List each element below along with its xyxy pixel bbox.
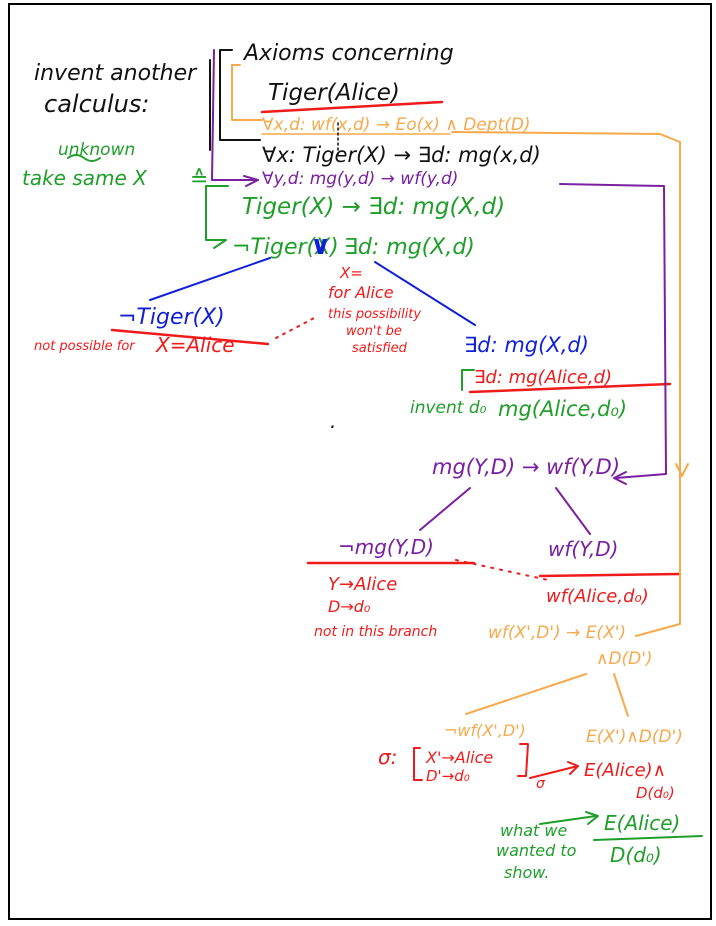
green-bracket bbox=[205, 185, 229, 241]
unknown-tilde-mark bbox=[67, 154, 101, 162]
this-possibility-1: this possibility bbox=[328, 307, 421, 322]
purple-connector-arrowhead bbox=[613, 471, 627, 485]
d-prime-d0: D'→d₀ bbox=[426, 767, 470, 785]
left-dotted-link bbox=[275, 315, 319, 339]
purple-instantiation: mg(Y,D) → wf(Y,D) bbox=[432, 455, 620, 479]
sigma-bracket-left bbox=[413, 747, 423, 781]
disjunction-or: ∨ bbox=[310, 231, 331, 261]
orange-inst-2: ∧D(D') bbox=[596, 649, 653, 669]
wanted-arrow bbox=[539, 815, 597, 825]
goal-d-d0: D(d₀) bbox=[610, 843, 662, 867]
exists-mg: ∃d: mg(X,d) bbox=[464, 333, 589, 357]
e-and-d: E(X')∧D(D') bbox=[586, 727, 683, 747]
sigma-arrow bbox=[529, 765, 579, 779]
sigma-arrow-label: σ bbox=[536, 776, 546, 792]
axiom-orange: ∀x,d: wf(x,d) → Eo(x) ∧ Dept(D) bbox=[262, 115, 531, 135]
middle-dotted-link bbox=[455, 559, 549, 581]
orange-branch-left bbox=[465, 673, 587, 715]
sigma-arrowhead bbox=[567, 761, 579, 775]
orange-bracket bbox=[231, 64, 263, 121]
x-eq-annotation: X= bbox=[339, 264, 363, 282]
this-possibility-3: satisfied bbox=[352, 341, 408, 356]
green-bracket-arrow bbox=[211, 239, 227, 249]
d-to-d0: D→d₀ bbox=[328, 597, 371, 616]
orange-inst-1: wf(X',D') → E(X') bbox=[488, 623, 626, 643]
axiom-tiger-underline bbox=[260, 100, 444, 114]
invent-bracket bbox=[461, 369, 475, 391]
purple-bracket bbox=[211, 49, 259, 181]
d-d0-term: D(d₀) bbox=[636, 784, 675, 802]
purple-connector bbox=[559, 183, 667, 479]
left-branch-underline bbox=[110, 328, 270, 346]
not-mg: ¬mg(Y,D) bbox=[338, 535, 434, 559]
wanted-1: what we bbox=[500, 821, 567, 840]
purple-bracket-arrowhead bbox=[243, 175, 259, 187]
mg-alice-d0: mg(Alice,d₀) bbox=[498, 397, 627, 421]
equiv-sign: ≙ bbox=[190, 167, 208, 192]
wf-yd-underline bbox=[538, 572, 682, 578]
y-to-alice: Y→Alice bbox=[328, 574, 397, 595]
orange-branch-right bbox=[613, 673, 629, 717]
disjunction-left: ¬Tiger(X) bbox=[232, 235, 339, 260]
wanted-3: show. bbox=[504, 863, 549, 882]
axiom-tiger-alice: Tiger(Alice) bbox=[268, 80, 400, 106]
this-possibility-2: won't be bbox=[346, 324, 402, 339]
wanted-arrowhead bbox=[585, 811, 599, 825]
x-prime-alice: X'→Alice bbox=[425, 748, 493, 767]
e-alice: E(Alice)∧ bbox=[584, 760, 666, 781]
sigma-label: σ: bbox=[378, 745, 397, 769]
invent-d0: invent d₀ bbox=[410, 398, 487, 418]
sigma-bracket-right bbox=[517, 743, 529, 777]
purple-branch-left bbox=[419, 487, 471, 531]
axiom-purple: ∀y,d: mg(y,d) → wf(y,d) bbox=[262, 169, 458, 189]
exists-mg-alice: ∃d: mg(Alice,d) bbox=[474, 367, 612, 388]
axioms-title: Axioms concerning bbox=[242, 41, 454, 66]
note-calculus: calculus: bbox=[44, 90, 149, 118]
blue-branch-right bbox=[374, 261, 476, 326]
wanted-2: wanted to bbox=[496, 841, 577, 860]
orange-connector-arrowhead bbox=[675, 463, 689, 477]
not-wf: ¬wf(X',D') bbox=[444, 721, 526, 740]
wf-alice-d0: wf(Alice,d₀) bbox=[546, 586, 649, 607]
board-frame bbox=[8, 3, 712, 920]
wf-yd: wf(Y,D) bbox=[548, 537, 618, 561]
for-alice-annotation: for Alice bbox=[328, 283, 394, 302]
green-implication: Tiger(X) → ∃d: mg(X,d) bbox=[242, 194, 505, 220]
goal-e-alice: E(Alice) bbox=[604, 811, 680, 835]
not-possible-note: not possible for bbox=[34, 339, 136, 354]
axiom-black: ∀x: Tiger(X) → ∃d: mg(x,d) bbox=[262, 143, 541, 167]
blue-branch-left bbox=[149, 257, 271, 301]
note-take-same-x: take same X bbox=[22, 166, 148, 190]
note-invent: invent another bbox=[34, 61, 198, 86]
disjunction-right: ∃d: mg(X,d) bbox=[344, 235, 475, 260]
exists-mg-underline bbox=[468, 382, 672, 394]
not-in-branch: not in this branch bbox=[314, 624, 437, 640]
black-bracket bbox=[219, 49, 261, 141]
purple-branch-right bbox=[555, 487, 591, 535]
stray-dot: . bbox=[330, 409, 336, 433]
left-not-tiger: ¬Tiger(X) bbox=[118, 305, 225, 330]
goal-fraction-bar bbox=[593, 835, 703, 841]
orange-connector bbox=[451, 131, 681, 637]
